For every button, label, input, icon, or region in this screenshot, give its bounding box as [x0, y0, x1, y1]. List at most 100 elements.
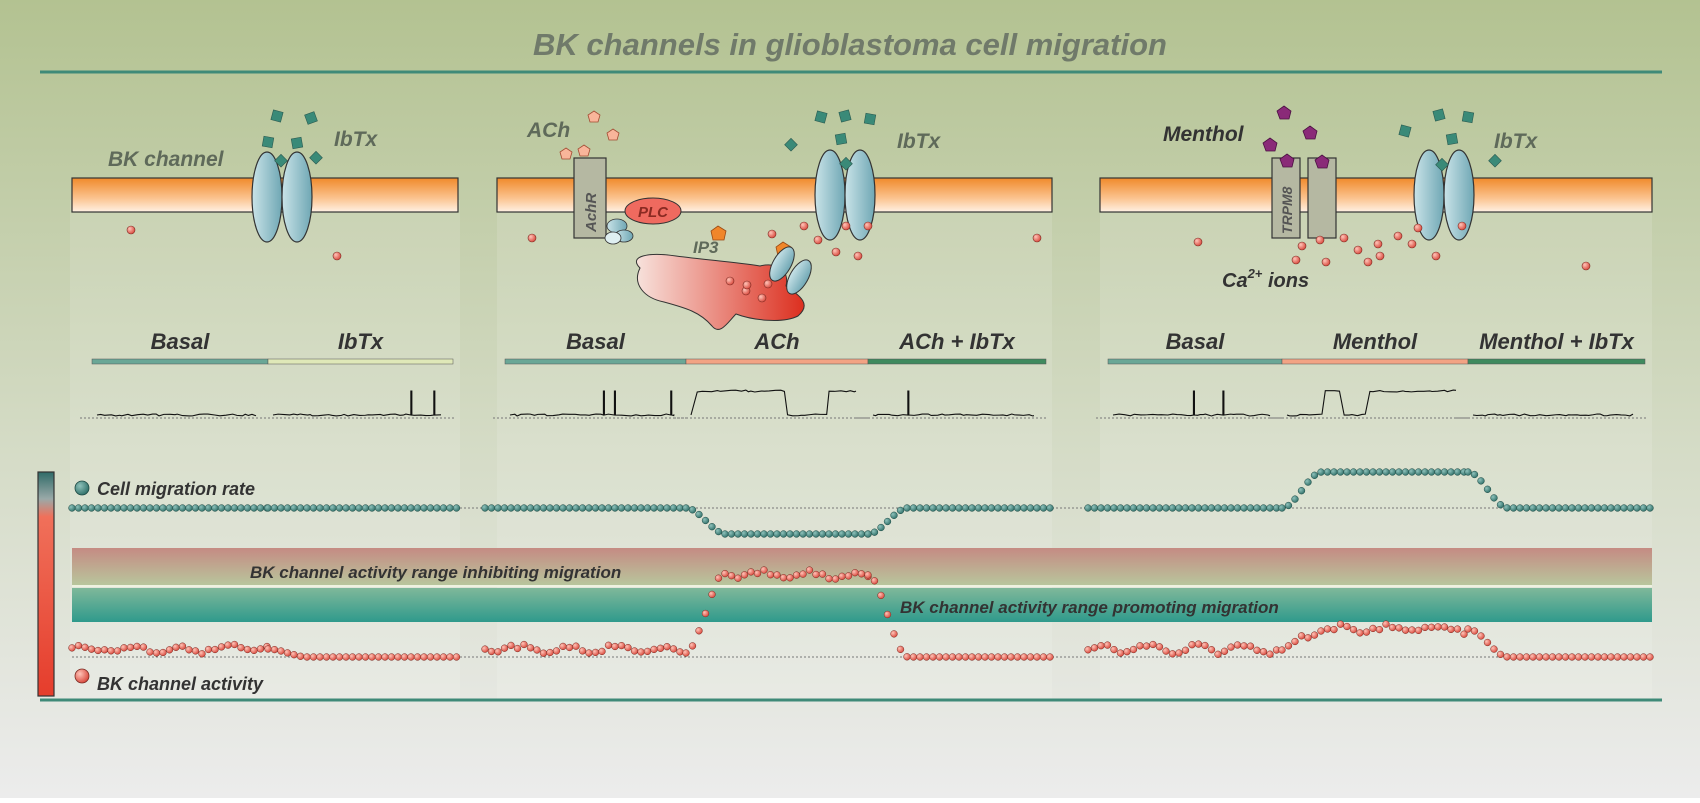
activity-dot	[1201, 641, 1209, 650]
bk-channel-3	[1413, 149, 1475, 241]
migration-dot	[1408, 468, 1416, 476]
migration-dot	[1129, 504, 1138, 512]
activity-dot	[844, 572, 853, 580]
migration-dot	[981, 504, 989, 512]
activity-dot	[1574, 653, 1583, 661]
migration-dot	[1434, 468, 1442, 476]
migration-dot	[630, 504, 639, 512]
activity-dot	[533, 646, 541, 654]
migration-dot	[708, 523, 716, 531]
activity-dot	[604, 641, 613, 649]
migration-dot	[277, 504, 285, 512]
migration-dot	[565, 504, 574, 512]
activity-dot	[1194, 640, 1203, 648]
activity-dot	[1149, 640, 1157, 649]
activity-dot	[857, 570, 866, 578]
migration-dot	[1039, 504, 1048, 512]
activity-dot	[1103, 641, 1112, 649]
migration-dot	[1142, 504, 1151, 512]
condition-bar	[685, 358, 869, 365]
activity-dot	[152, 649, 161, 657]
migration-dot	[1330, 468, 1338, 476]
achr-label: AchR	[583, 193, 600, 233]
activity-dot	[211, 645, 219, 654]
migration-dot	[178, 504, 187, 512]
migration-dot	[1440, 468, 1449, 476]
activity-dot	[955, 653, 963, 661]
condition-bar	[267, 358, 454, 365]
activity-dot	[1181, 646, 1190, 654]
activity-dot	[446, 653, 454, 661]
activity-dot	[133, 642, 141, 651]
activity-dot	[565, 643, 574, 652]
migration-dot	[792, 530, 801, 538]
legend-side-bar	[37, 471, 55, 697]
activity-dot	[426, 653, 435, 661]
activity-dot	[864, 571, 872, 579]
migration-dot	[74, 504, 83, 512]
endoplasmic-reticulum	[635, 254, 805, 330]
baselines	[72, 507, 1652, 658]
migration-dot	[1323, 468, 1332, 476]
activity-dot	[1155, 643, 1164, 651]
migration-dot	[407, 504, 415, 512]
activity-dot	[1395, 624, 1403, 632]
migration-dot	[361, 504, 370, 512]
migration-dot	[1175, 504, 1183, 512]
activity-dot	[185, 646, 193, 654]
migration-dot	[1548, 504, 1557, 512]
activity-dot	[1516, 653, 1524, 661]
migration-dot	[1421, 468, 1429, 476]
migration-dot	[1464, 468, 1472, 476]
migration-dot	[433, 504, 441, 512]
activity-dot	[799, 570, 807, 578]
condition-label: Basal	[566, 329, 626, 354]
activity-dot	[1464, 625, 1472, 633]
migration-dot	[1097, 504, 1105, 512]
activity-dot	[773, 571, 781, 579]
activity-dot	[139, 643, 148, 651]
activity-dot	[812, 570, 820, 579]
migration-dot	[1168, 504, 1177, 512]
activity-dot	[688, 642, 697, 650]
migration-dot	[1414, 468, 1423, 476]
activity-dot	[546, 648, 554, 657]
migration-dot	[1587, 504, 1596, 512]
activity-dot	[727, 572, 736, 580]
migration-dot	[494, 504, 502, 512]
calcium-ions-2	[527, 221, 1042, 261]
single-channel-trace	[509, 390, 675, 417]
migration-dot	[113, 504, 122, 512]
migration-dot	[526, 504, 535, 512]
migration-dot	[1220, 504, 1229, 512]
activity-dot	[572, 642, 580, 650]
activity-dot	[1620, 653, 1628, 661]
migration-dot	[624, 504, 632, 512]
activity-dot	[1509, 653, 1518, 661]
activity-dot	[1123, 648, 1131, 656]
activity-dot	[1240, 642, 1248, 650]
migration-dot	[1581, 504, 1589, 512]
condition-label: Basal	[1166, 329, 1226, 354]
migration-dot	[394, 504, 402, 512]
activity-dot	[598, 647, 606, 656]
activity-dot	[838, 572, 846, 580]
migration-dot	[1155, 504, 1164, 512]
activity-dot	[611, 642, 619, 651]
migration-dot	[955, 504, 963, 512]
migration-dot	[818, 530, 827, 538]
activity-dot	[1284, 642, 1293, 650]
activity-dot	[1581, 653, 1589, 661]
migration-dot	[935, 504, 944, 512]
migration-dot	[355, 504, 363, 512]
activity-dot	[172, 643, 180, 651]
activity-dot	[68, 644, 76, 652]
migration-dot	[413, 504, 422, 512]
activity-dot	[1207, 646, 1216, 654]
activity-dot	[1227, 643, 1235, 651]
migration-dot	[903, 504, 911, 512]
migration-dot	[1503, 504, 1511, 512]
activity-dot	[191, 647, 200, 655]
activity-dot	[1401, 626, 1410, 634]
activity-dot	[400, 653, 409, 661]
